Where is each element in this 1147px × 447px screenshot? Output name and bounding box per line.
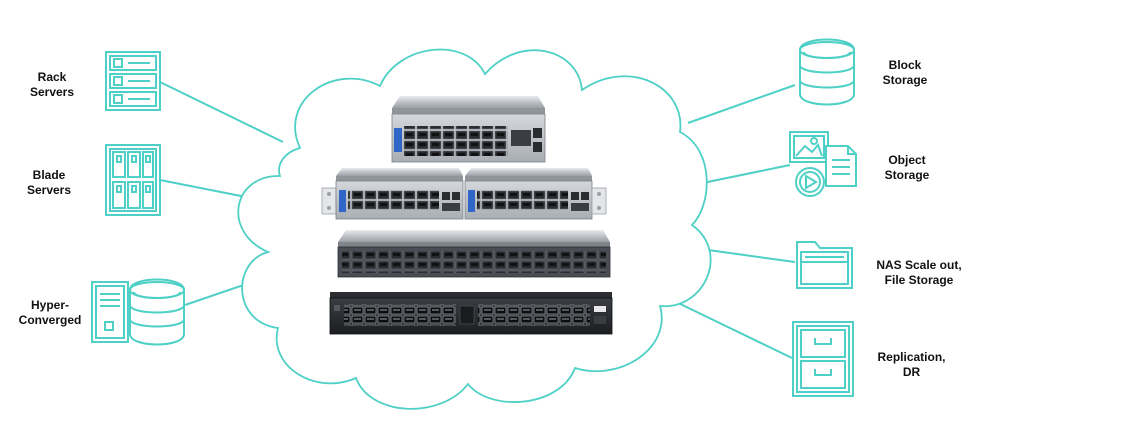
switch-48-port-black xyxy=(329,292,613,335)
connector-replication-dr xyxy=(671,299,793,359)
label-blade-servers: Blade Servers xyxy=(26,168,72,197)
connector-blade-servers xyxy=(159,179,247,198)
connector-lines xyxy=(159,81,796,359)
label-hyper-converged: Hyper- Converged xyxy=(18,298,82,327)
hyper-converged-icon xyxy=(91,278,185,346)
label-replication-dr: Replication, DR xyxy=(877,350,946,379)
label-nas-file-storage: NAS Scale out, File Storage xyxy=(876,258,962,287)
switch-48-port-silver xyxy=(337,230,611,278)
connector-nas-storage xyxy=(707,249,796,263)
object-storage-icon xyxy=(789,131,857,197)
block-storage-icon xyxy=(799,38,855,106)
nas-file-storage-icon xyxy=(796,241,853,289)
connector-object-storage xyxy=(692,164,791,186)
switch-1u-top xyxy=(391,96,546,163)
connector-rack-servers xyxy=(159,81,284,143)
connector-block-storage xyxy=(687,84,796,124)
switch-pair-left xyxy=(321,168,464,220)
rack-servers-icon xyxy=(105,51,161,111)
blade-servers-icon xyxy=(105,144,161,216)
label-rack-servers: Rack Servers xyxy=(29,70,75,99)
switch-pair-right xyxy=(464,168,607,220)
label-object-storage: Object Storage xyxy=(884,153,930,182)
label-block-storage: Block Storage xyxy=(882,58,928,87)
replication-dr-icon xyxy=(792,321,854,397)
